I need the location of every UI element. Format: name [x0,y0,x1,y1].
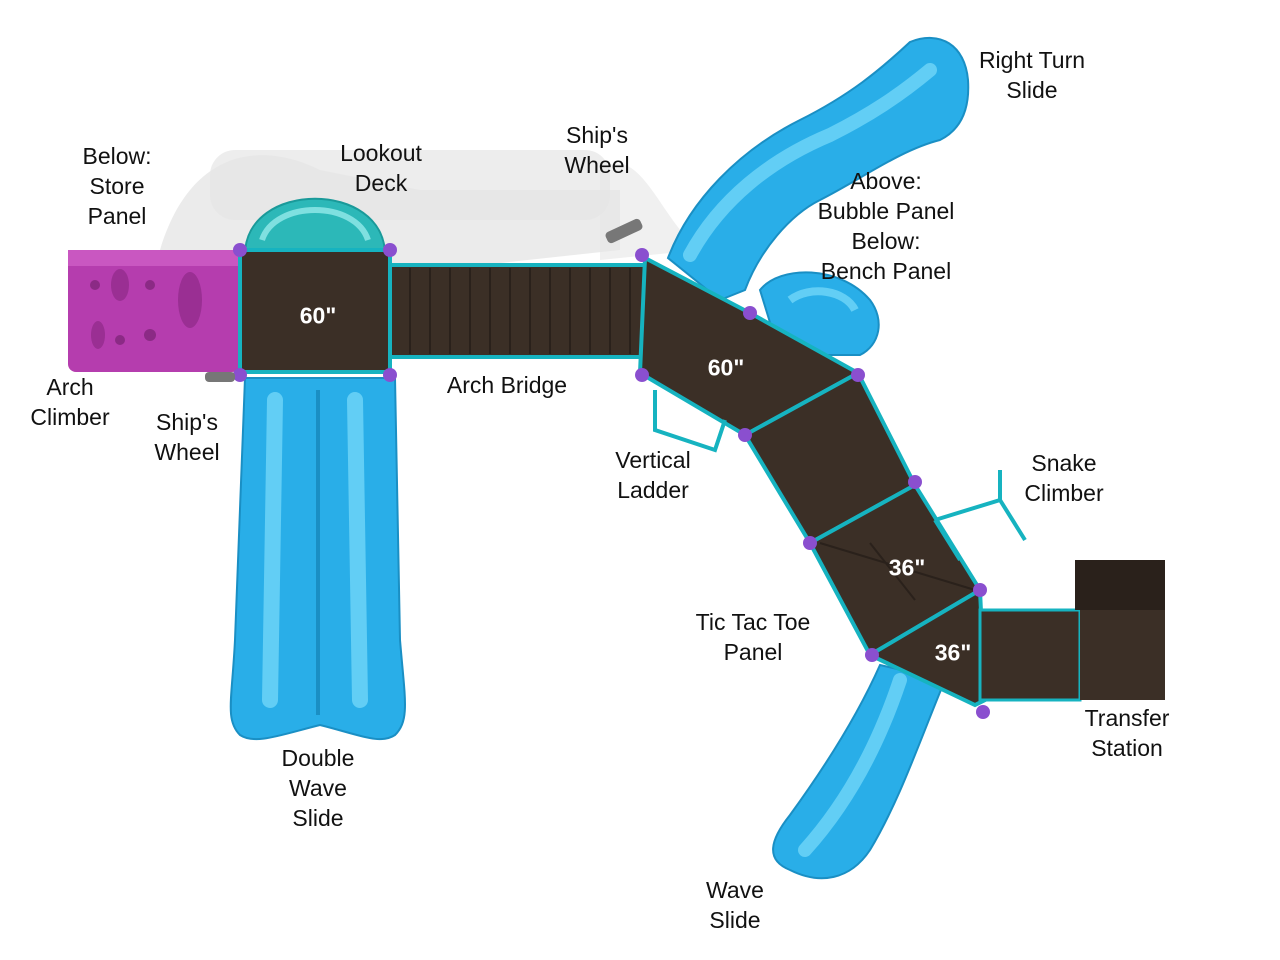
snake-climber [933,470,1027,562]
vertical-ladder [653,390,727,453]
right-turn-slide [666,36,970,302]
ships-wheel-icon [205,218,643,382]
arch-climber [68,250,240,372]
height-deck-lower: 36" [888,554,926,581]
double-wave-slide [229,377,406,741]
height-deck-corner: 36" [934,639,972,666]
lookout-deck-dome [243,197,387,256]
wave-slide [772,663,947,880]
clamps [233,243,990,719]
label-arch-bridge: Arch Bridge [446,372,568,398]
height-deck-left: 60" [299,302,337,329]
height-deck-center: 60" [707,354,745,381]
